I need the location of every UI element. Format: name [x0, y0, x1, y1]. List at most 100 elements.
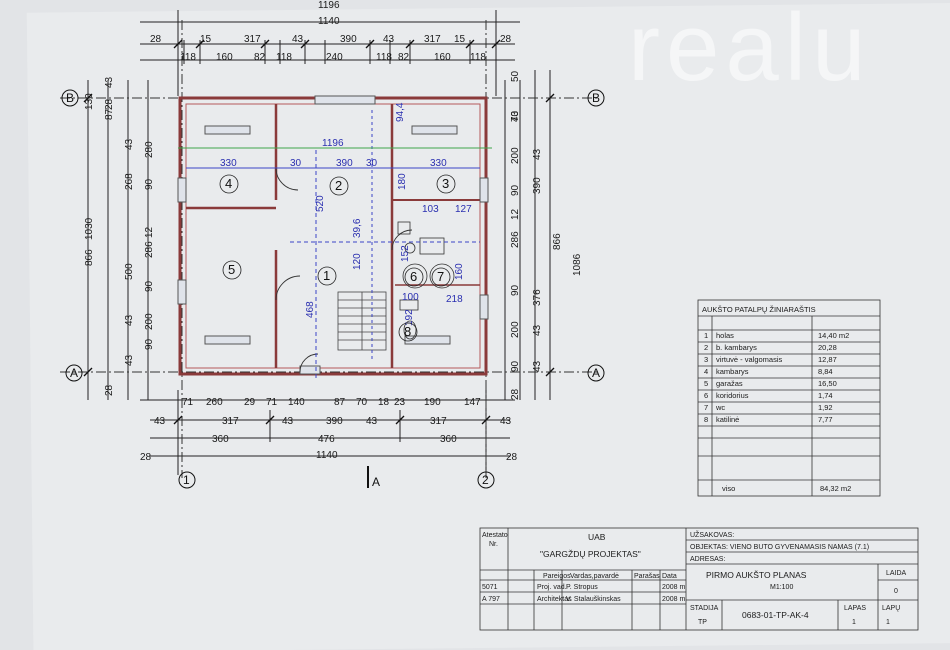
dimension-label-bottom: 360: [212, 434, 229, 445]
room-number-label: 3: [442, 176, 449, 191]
dimension-label-left: 200: [144, 313, 155, 330]
axis-marker-a-right: [587, 364, 605, 382]
dimension-label-interior: 152: [400, 245, 411, 262]
schedule-row-number: 4: [704, 367, 708, 376]
dimension-label-top: 118: [376, 52, 392, 63]
axis-label-1: 1: [183, 473, 190, 487]
dimension-label-left: 28: [104, 98, 115, 110]
dimension-label-left: 43: [124, 354, 135, 366]
axis-marker-2: [477, 471, 495, 489]
schedule-row-name: katilinė: [716, 415, 739, 424]
axis-label-b-left: B: [66, 91, 74, 105]
tb-stadija-label: STADIJA: [690, 605, 719, 612]
tb-lapu-value: 1: [886, 619, 890, 626]
dimension-label-bottom: 43: [500, 416, 512, 427]
dimension-label-right: 90: [510, 184, 521, 196]
tb-company-line1: UAB: [588, 532, 606, 542]
room-number-circle: [317, 266, 337, 286]
dimension-label-bottom: 28: [140, 452, 152, 463]
schedule-row-number: 2: [704, 343, 708, 352]
room-number-circle: [222, 260, 242, 280]
dimension-label-interior: 218: [446, 294, 463, 305]
tb-laida-label: LAIDA: [886, 570, 907, 577]
schedule-row-area: 14,40 m2: [818, 331, 849, 340]
dimension-label-bottom: 70: [356, 397, 368, 408]
dimension-label-interior: 1196: [322, 138, 344, 149]
room-number-circle: [219, 174, 239, 194]
schedule-row-area: 20,28: [818, 343, 837, 352]
schedule-row-name: garažas: [716, 379, 743, 388]
dimension-label-interior: 520: [315, 195, 326, 212]
tb-adresas: ADRESAS:: [690, 556, 725, 563]
dimension-label-bottom: 317: [222, 416, 239, 427]
axis-markers: [61, 89, 605, 489]
schedule-row-area: 8,84: [818, 367, 833, 376]
dimension-label-interior: 100: [402, 292, 419, 303]
dimension-label-top: 317: [244, 34, 261, 45]
dimension-label-right: 43: [532, 324, 543, 336]
dimension-label-bottom: 1140: [316, 450, 338, 461]
building-walls: [177, 95, 492, 380]
axis-marker-b-left: [61, 89, 79, 107]
dimension-label-bottom: 390: [326, 416, 343, 427]
dimension-label-left: 130: [84, 93, 95, 110]
dimension-label-top: 43: [292, 34, 304, 45]
dimension-label-left: 90: [144, 178, 155, 190]
schedule-total-value: 84,32 m2: [820, 484, 851, 493]
section-label-a: A: [372, 475, 380, 489]
tb-row2-role: Architektas: [537, 596, 572, 603]
tb-laida-value: 0: [894, 588, 898, 595]
dimension-label-top: 28: [150, 34, 162, 45]
dimension-label-right: 200: [510, 321, 521, 338]
dimension-label-right: 200: [510, 147, 521, 164]
dimension-label-left: 87: [104, 108, 115, 120]
dimension-label-top: 317: [424, 34, 441, 45]
dimension-label-left: 12: [144, 226, 155, 238]
dimension-label-right: 90: [510, 360, 521, 372]
tb-objektas: OBJEKTAS: VIENO BUTO GYVENAMASIS NAMAS (…: [690, 544, 869, 551]
dimension-label-interior: 127: [455, 204, 472, 215]
dimension-label-top: 240: [326, 52, 343, 63]
dimension-label-right: 390: [532, 177, 543, 194]
dimension-label-left: 268: [124, 173, 135, 190]
schedule-row-area: 7,77: [818, 415, 833, 424]
dimension-label-top: 118: [470, 52, 486, 63]
tb-col-vardas: Vardas,pavardė: [570, 573, 619, 580]
room-number-circle: [436, 174, 456, 194]
schedule-row-area: 1,74: [818, 391, 833, 400]
room-number-circle: [431, 267, 451, 287]
tb-nr-label: Nr.: [489, 541, 498, 548]
dimension-label-interior: 120: [352, 253, 363, 270]
dimension-ticks: [83, 39, 555, 425]
dimension-label-left: 286: [144, 241, 155, 258]
dimension-label-bottom: 71: [266, 397, 278, 408]
dimension-label-top: 82: [398, 52, 410, 63]
schedule-total-label: viso: [722, 484, 735, 493]
tb-lapu-label: LAPŲ: [882, 605, 900, 612]
dimension-label-interior: 468: [305, 301, 316, 318]
schedule-row-number: 1: [704, 331, 708, 340]
schedule-row-area: 1,92: [818, 403, 833, 412]
dimension-label-top: 1140: [318, 16, 340, 27]
schedule-row-name: wc: [715, 403, 725, 412]
dimension-label-top: 1196: [318, 0, 340, 11]
dimension-label-bottom: 29: [244, 397, 256, 408]
dimension-label-top: 15: [200, 34, 212, 45]
dimension-label-top: 160: [216, 52, 233, 63]
dimension-label-top: 15: [454, 34, 466, 45]
schedule-row-number: 5: [704, 379, 708, 388]
dimension-label-right: 12: [510, 208, 521, 220]
room-number-circle: [404, 267, 424, 287]
room-schedule-frame: [697, 299, 881, 497]
dimension-label-bottom: 360: [440, 434, 457, 445]
dimension-label-bottom: 147: [464, 397, 481, 408]
tb-row2-nr: A 797: [482, 596, 500, 603]
axis-label-b-right: B: [592, 91, 600, 105]
dimension-label-right: 43: [532, 148, 543, 160]
room-number-label: 1: [323, 268, 330, 283]
dimension-label-interior: 330: [220, 158, 237, 169]
room-number-label: 6: [410, 269, 417, 284]
dimension-label-bottom: 190: [424, 397, 441, 408]
